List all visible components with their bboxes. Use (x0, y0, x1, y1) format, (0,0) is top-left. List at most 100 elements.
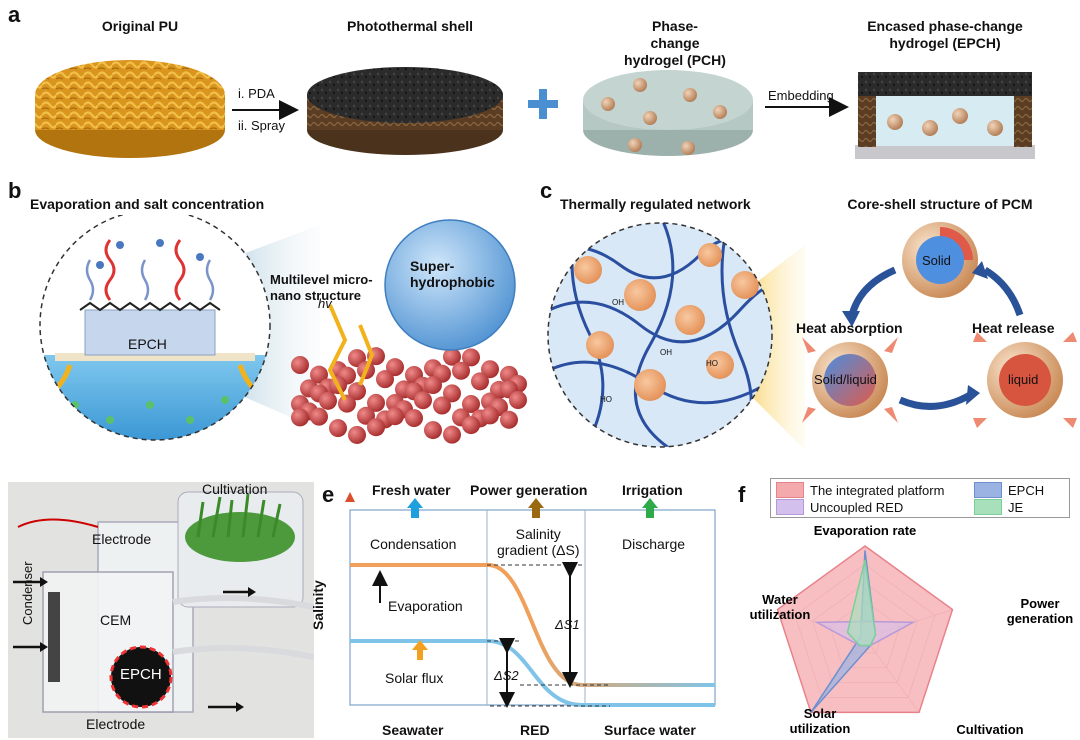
radar-legend (770, 478, 1070, 518)
microsphere (414, 391, 432, 410)
delta-s1-label: ΔS1 (555, 617, 580, 632)
panel-a-graphics (35, 60, 1035, 159)
ho-label-2: HO (600, 395, 612, 404)
radar-series-3 (846, 559, 877, 647)
arrow1-label-spray: ii. Spray (238, 118, 285, 133)
top-label-irrigation: Irrigation (622, 482, 683, 498)
plus-icon (528, 89, 558, 119)
ho-label-1: HO (706, 359, 718, 368)
region-salinity-gradient: Salinity gradient (ΔS) (497, 526, 580, 558)
superhydrophobic-label: Super- hydrophobic (410, 258, 495, 290)
microsphere (443, 347, 461, 366)
electrode-top-label: Electrode (92, 531, 152, 547)
step-title-epch: Encased phase-change hydrogel (EPCH) (867, 18, 1023, 51)
panel-c-label: c (540, 178, 553, 203)
step-title-pch: Phase- change hydrogel (PCH) (624, 18, 726, 68)
microsphere (338, 394, 356, 413)
microsphere (329, 419, 347, 438)
epch-disc (855, 72, 1035, 159)
panel-e-graphics (345, 492, 716, 708)
legend-text-je: JE (1008, 499, 1024, 515)
arrow1-label-pda: i. PDA (238, 86, 275, 101)
microsphere (462, 395, 480, 414)
delta-s2-label: ΔS2 (494, 668, 519, 683)
panel-c-title-left: Thermally regulated network (560, 196, 751, 212)
panel-f-label: f (738, 482, 746, 507)
device-illustration (8, 482, 314, 738)
oh-label-1: OH (612, 298, 624, 307)
legend-text-uncoupled-red: Uncoupled RED (810, 499, 904, 515)
legend-swatch-uncoupled-red (776, 499, 804, 515)
bottom-label-surface-water: Surface water (604, 722, 696, 738)
hv-label: hv (318, 296, 332, 311)
microsphere (319, 391, 337, 410)
microsphere (424, 376, 442, 395)
microsphere (500, 410, 518, 429)
microsphere (348, 425, 366, 444)
evaporation-label: Evaporation (388, 598, 463, 614)
cem-label: CEM (100, 612, 132, 628)
pcm-solid-liquid-label: Solid/liquid (814, 372, 877, 387)
micro-nano-label: Multilevel micro- nano structure (270, 272, 373, 303)
microsphere (509, 391, 527, 410)
top-label-fresh-water: Fresh water (372, 482, 451, 498)
top-label-power-generation: Power generation (470, 482, 588, 498)
microsphere (291, 356, 309, 374)
legend-text-epch: EPCH (1008, 482, 1045, 498)
cultivation-label: Cultivation (202, 481, 268, 497)
oh-label-2: OH (660, 348, 672, 357)
photo-panel-d (8, 482, 314, 738)
legend-item-je: JE (974, 499, 1023, 515)
heat-absorption-label: Heat absorption (796, 320, 903, 336)
panel-b-title: Evaporation and salt concentration (30, 196, 265, 212)
region-discharge: Discharge (622, 536, 686, 552)
salinity-axis-label: Salinity (310, 580, 326, 630)
microsphere (348, 382, 366, 401)
bottom-label-red: RED (520, 722, 550, 738)
microsphere (310, 365, 328, 384)
panel-a-label: a (8, 2, 21, 27)
heat-release-label: Heat release (972, 320, 1055, 336)
legend-item-integrated: The integrated platform (776, 482, 944, 498)
panel-b-graphics (39, 215, 527, 444)
microsphere (386, 358, 404, 377)
panel-c-title-right: Core-shell structure of PCM (847, 196, 1033, 212)
pcm-liquid-label: liquid (1008, 372, 1039, 387)
microsphere (367, 418, 385, 437)
solar-flux-label: Solar flux (385, 670, 444, 686)
microsphere (481, 360, 499, 379)
microsphere (471, 372, 489, 391)
step-title-photothermal-shell: Photothermal shell (346, 18, 474, 34)
micro-nano-spheres (291, 347, 527, 444)
epch-label-b: EPCH (128, 336, 167, 352)
legend-swatch-epch (974, 482, 1002, 498)
microsphere (376, 370, 394, 389)
original-pu-disc (35, 60, 225, 158)
legend-item-epch: EPCH (974, 482, 1044, 498)
top-arrow-1 (528, 498, 544, 518)
microsphere (481, 406, 499, 425)
top-arrow-0 (407, 498, 423, 518)
pch-disc (583, 70, 753, 156)
region-condensation: Condensation (370, 536, 457, 552)
legend-item-uncoupled-red: Uncoupled RED (776, 499, 903, 515)
radar-axis-label-2: Cultivation (956, 722, 1023, 737)
step-title-original-pu: Original PU (101, 18, 179, 34)
legend-swatch-je (974, 499, 1002, 515)
top-arrows (407, 498, 658, 518)
microsphere (310, 407, 328, 426)
panel-c-graphics (547, 222, 1077, 450)
microsphere (291, 408, 309, 427)
legend-text-integrated: The integrated platform (810, 482, 945, 498)
microsphere (443, 425, 461, 444)
microsphere (433, 396, 451, 415)
photothermal-shell-disc (307, 67, 503, 155)
radar-axis-label-0: Evaporation rate (814, 523, 917, 538)
condenser-label: Condenser (20, 561, 35, 625)
top-arrow-2 (642, 498, 658, 518)
microsphere (367, 393, 385, 412)
panel-e-label: e (322, 482, 335, 507)
